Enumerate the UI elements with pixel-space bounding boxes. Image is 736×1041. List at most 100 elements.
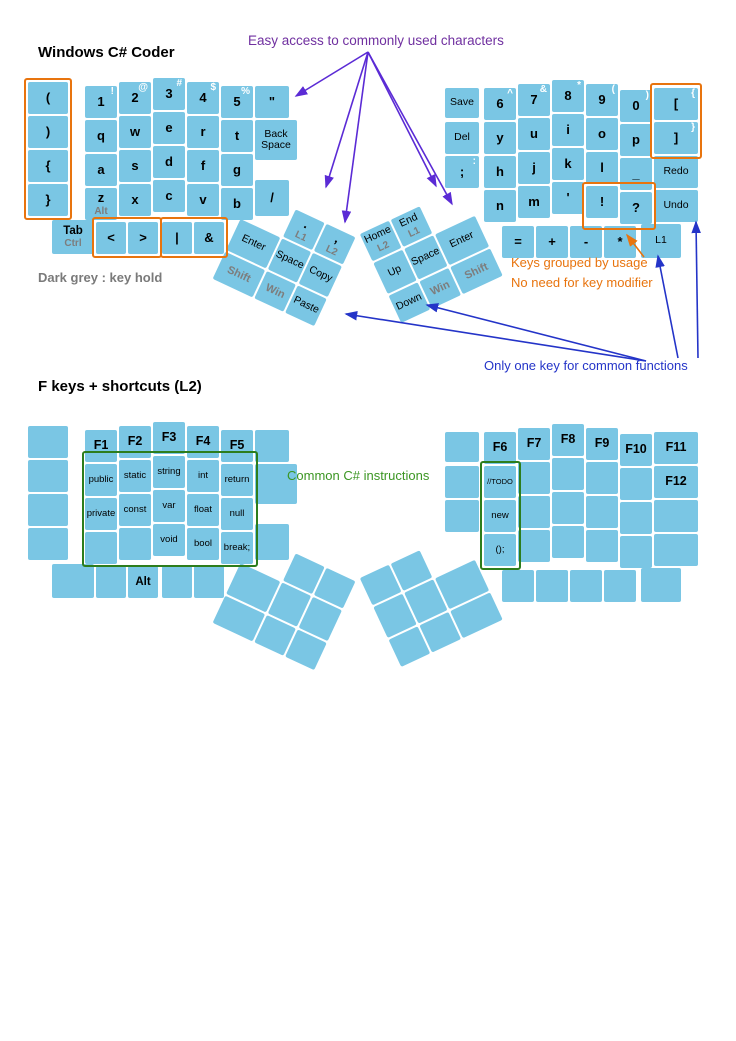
blank-key[interactable]	[255, 464, 297, 504]
blank-key[interactable]	[586, 530, 618, 562]
blank-key[interactable]	[620, 468, 652, 500]
blank-key[interactable]	[654, 500, 698, 532]
key-semicolon[interactable]: :;	[445, 156, 479, 188]
key-alt[interactable]: Alt	[128, 566, 158, 598]
blank-key[interactable]	[162, 566, 192, 598]
key-f10[interactable]: F10	[620, 434, 652, 466]
blank-key[interactable]	[28, 494, 68, 526]
key-a[interactable]: a	[85, 154, 117, 186]
key-exclamation[interactable]: !	[586, 186, 618, 218]
key-todo-comment[interactable]: //TODO	[484, 466, 516, 498]
key-f6[interactable]: F6	[484, 432, 516, 464]
blank-key[interactable]	[445, 500, 479, 532]
blank-key[interactable]	[570, 570, 602, 602]
key-o[interactable]: o	[586, 118, 618, 150]
blank-key[interactable]	[552, 526, 584, 558]
key-open-bracket[interactable]: {[	[654, 88, 698, 120]
blank-key[interactable]	[620, 502, 652, 534]
key-close-paren[interactable]: )	[28, 116, 68, 148]
key-pipe[interactable]: |	[162, 222, 192, 254]
key-w[interactable]: w	[119, 116, 151, 148]
key-x[interactable]: x	[119, 184, 151, 216]
blank-key[interactable]	[518, 462, 550, 494]
blank-key[interactable]	[28, 460, 68, 492]
key-open-brace[interactable]: {	[28, 150, 68, 182]
key-3[interactable]: #3	[153, 78, 185, 110]
key-t[interactable]: t	[221, 120, 253, 152]
key-g[interactable]: g	[221, 154, 253, 186]
key-minus[interactable]: -	[570, 226, 602, 258]
key-greater-than[interactable]: >	[128, 222, 158, 254]
key-f3[interactable]: F3	[153, 422, 185, 454]
blank-key[interactable]	[445, 432, 479, 462]
key-f5[interactable]: F5	[221, 430, 253, 462]
key-k[interactable]: k	[552, 148, 584, 180]
key-v[interactable]: v	[187, 184, 219, 216]
key-question[interactable]: ?	[620, 192, 652, 224]
key-parens-semicolon[interactable]: ();	[484, 534, 516, 566]
key-b[interactable]: b	[221, 188, 253, 220]
key-static[interactable]: static	[119, 460, 151, 492]
blank-key[interactable]	[518, 496, 550, 528]
blank-key[interactable]	[604, 570, 636, 602]
blank-key[interactable]	[586, 462, 618, 494]
key-1[interactable]: !1	[85, 86, 117, 118]
key-bool[interactable]: bool	[187, 528, 219, 560]
key-string[interactable]: string	[153, 456, 185, 488]
key-f9[interactable]: F9	[586, 428, 618, 460]
blank-key[interactable]	[536, 570, 568, 602]
blank-key[interactable]	[641, 568, 681, 602]
blank-key[interactable]	[85, 532, 117, 564]
key-public[interactable]: public	[85, 464, 117, 496]
key-f1[interactable]: F1	[85, 430, 117, 462]
blank-key[interactable]	[552, 492, 584, 524]
key-close-bracket[interactable]: }]	[654, 122, 698, 154]
key-slash[interactable]: /	[255, 180, 289, 216]
key-u[interactable]: u	[518, 118, 550, 150]
blank-key[interactable]	[28, 528, 68, 560]
blank-key[interactable]	[119, 528, 151, 560]
key-underscore[interactable]: _	[620, 158, 652, 190]
key-y[interactable]: y	[484, 122, 516, 154]
key-var[interactable]: var	[153, 490, 185, 522]
blank-key[interactable]	[96, 566, 126, 598]
key-p[interactable]: p	[620, 124, 652, 156]
key-m[interactable]: m	[518, 186, 550, 218]
key-private[interactable]: private	[85, 498, 117, 530]
key-h[interactable]: h	[484, 156, 516, 188]
key-6[interactable]: ^6	[484, 88, 516, 120]
key-f7[interactable]: F7	[518, 428, 550, 460]
blank-key[interactable]	[28, 426, 68, 458]
key-const[interactable]: const	[119, 494, 151, 526]
key-e[interactable]: e	[153, 112, 185, 144]
key-4[interactable]: $4	[187, 82, 219, 114]
key-return[interactable]: return	[221, 464, 253, 496]
key-double-quote[interactable]: "	[255, 86, 289, 118]
key-i[interactable]: i	[552, 114, 584, 146]
blank-key[interactable]	[255, 524, 289, 560]
key-f12[interactable]: F12	[654, 466, 698, 498]
key-8[interactable]: *8	[552, 80, 584, 112]
key-asterisk[interactable]: *	[604, 226, 636, 258]
key-del[interactable]: Del	[445, 122, 479, 154]
key-save[interactable]: Save	[445, 88, 479, 118]
key-9[interactable]: (9	[586, 84, 618, 116]
blank-key[interactable]	[518, 530, 550, 562]
key-less-than[interactable]: <	[96, 222, 126, 254]
key-void[interactable]: void	[153, 524, 185, 556]
blank-key[interactable]	[552, 458, 584, 490]
key-d[interactable]: d	[153, 146, 185, 178]
blank-key[interactable]	[52, 564, 94, 598]
key-j[interactable]: j	[518, 152, 550, 184]
key-0[interactable]: )0	[620, 90, 652, 122]
key-int[interactable]: int	[187, 460, 219, 492]
blank-key[interactable]	[620, 536, 652, 568]
key-break[interactable]: break;	[221, 532, 253, 564]
key-ampersand[interactable]: &	[194, 222, 224, 254]
key-l[interactable]: l	[586, 152, 618, 184]
key-close-brace[interactable]: }	[28, 184, 68, 216]
key-f11[interactable]: F11	[654, 432, 698, 464]
key-r[interactable]: r	[187, 116, 219, 148]
